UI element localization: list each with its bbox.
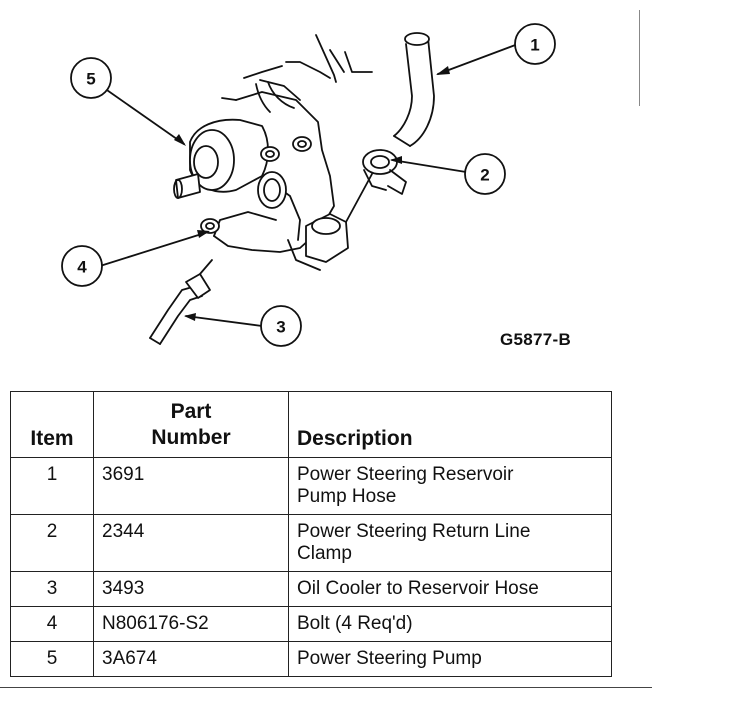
row-description-line2: Pump Hose — [297, 486, 397, 507]
row-description: Oil Cooler to Reservoir Hose — [288, 571, 612, 607]
arrowhead-5 — [174, 134, 186, 146]
callout-circle-4 — [61, 245, 103, 287]
callout-label-3: 3 — [276, 318, 285, 337]
leader-line-3 — [185, 315, 263, 327]
table-row: 1 3691 Power Steering Reservoir Pump Hos… — [10, 457, 612, 515]
callout-label-5: 5 — [86, 70, 95, 89]
arrowhead-4 — [197, 230, 210, 238]
row-item: 5 — [10, 641, 94, 677]
row-item: 4 — [10, 606, 94, 642]
leader-line-5 — [103, 87, 185, 145]
oil-cooler-hose — [149, 259, 213, 345]
row-part-number: N806176-S2 — [93, 606, 289, 642]
table-row: 5 3A674 Power Steering Pump — [10, 641, 612, 677]
leader-line-1 — [437, 43, 519, 75]
table-row: 3 3493 Oil Cooler to Reservoir Hose — [10, 571, 612, 607]
arrowhead-3 — [184, 313, 196, 321]
leader-line-4 — [99, 231, 209, 267]
callout-circle-3 — [260, 305, 302, 347]
leader-line-2 — [391, 159, 467, 173]
header-part-line2: Number — [151, 426, 231, 449]
reservoir-pump-hose — [393, 32, 435, 147]
callout-label-1: 1 — [530, 36, 539, 55]
engine-bracket-lines — [243, 34, 373, 83]
row-description-line1: Power Steering Return Line — [297, 521, 531, 542]
row-description: Power Steering Pump — [288, 641, 612, 677]
page-edge-mark — [639, 10, 640, 106]
row-part-number: 3493 — [93, 571, 289, 607]
arrowhead-1 — [436, 66, 450, 75]
row-part-number: 2344 — [93, 514, 289, 572]
power-steering-pump-illustration: 1 2 3 4 5 — [61, 23, 556, 347]
row-description-line1: Power Steering Reservoir — [297, 464, 514, 485]
row-description-line2: Clamp — [297, 543, 352, 564]
figure-code: G5877-B — [500, 330, 572, 349]
arrowhead-2 — [390, 156, 402, 164]
row-part-number: 3A674 — [93, 641, 289, 677]
callout-label-4: 4 — [77, 258, 87, 277]
parts-table: Item Part Number Description 1 3691 Powe… — [10, 391, 612, 677]
row-description: Bolt (4 Req'd) — [288, 606, 612, 642]
row-item: 3 — [10, 571, 94, 607]
row-item: 2 — [10, 514, 94, 572]
header-part-line1: Part — [170, 400, 212, 423]
header-item: Item — [10, 391, 94, 458]
callout-circle-1 — [514, 23, 556, 65]
row-item: 1 — [10, 457, 94, 515]
table-header-row: Item Part Number Description — [10, 391, 612, 458]
row-description: Power Steering Return Line Clamp — [288, 514, 612, 572]
callout-circle-5 — [70, 57, 112, 99]
row-description: Power Steering Reservoir Pump Hose — [288, 457, 612, 515]
table-row: 4 N806176-S2 Bolt (4 Req'd) — [10, 606, 612, 642]
header-description: Description — [288, 391, 612, 458]
callout-circle-2 — [464, 153, 506, 195]
row-part-number: 3691 — [93, 457, 289, 515]
bottom-rule — [0, 687, 652, 688]
callout-label-2: 2 — [480, 166, 489, 185]
table-row: 2 2344 Power Steering Return Line Clamp — [10, 514, 612, 572]
header-part-number: Part Number — [93, 391, 289, 458]
power-steering-pump — [173, 79, 349, 271]
